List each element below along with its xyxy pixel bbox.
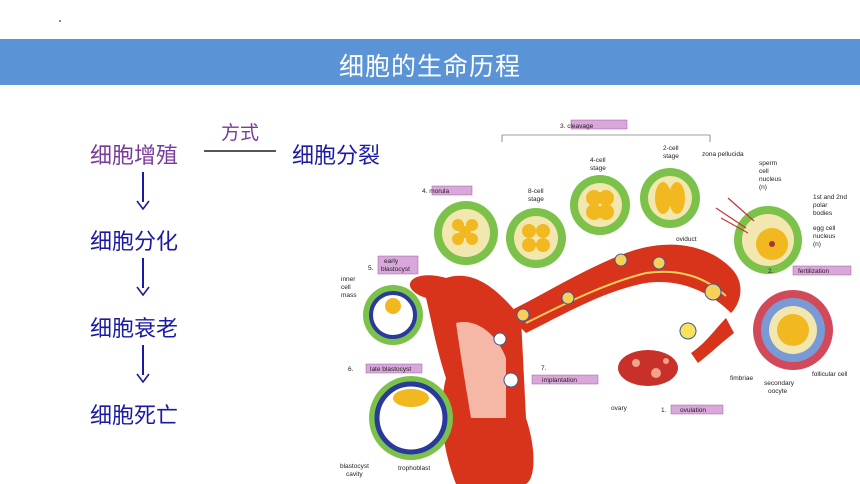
early-blastocyst [363, 285, 423, 345]
label-cleavage: 3. cleavage [560, 123, 594, 130]
svg-text:mass: mass [341, 292, 357, 299]
svg-text:(n): (n) [813, 241, 821, 248]
fertilization-cell [715, 197, 802, 274]
label-4cell: 4-cell [590, 157, 606, 164]
label-fimbriae: fimbriae [730, 375, 754, 382]
label-inner-cell-mass: inner [341, 276, 356, 283]
svg-text:(n): (n) [759, 184, 767, 191]
label-morula: 4. morula [422, 188, 449, 195]
label-implantation: implantation [542, 377, 577, 384]
step-senescence: 细胞衰老 [90, 317, 179, 342]
label-zona: zona pellucida [702, 151, 744, 158]
relation-label: 方式 [220, 122, 259, 144]
down-arrow-icon [136, 345, 150, 383]
follicle-cell [753, 290, 833, 370]
step-proliferation: 细胞增殖 [90, 144, 179, 169]
svg-text:1.: 1. [661, 407, 667, 414]
stray-dot [59, 20, 61, 22]
svg-text:5.: 5. [368, 265, 374, 272]
label-trophoblast: trophoblast [398, 465, 430, 472]
label-polar: 1st and 2nd [813, 194, 847, 201]
eight-cell-stage [506, 208, 566, 268]
label-follicular: follicular cell [812, 371, 848, 378]
label-ovary: ovary [611, 405, 628, 412]
label-early: early [384, 258, 399, 265]
label-stage: stage [528, 196, 544, 203]
svg-text:cavity: cavity [346, 471, 363, 478]
page-title: 细胞的生命历程 [338, 52, 521, 81]
svg-text:bodies: bodies [813, 210, 833, 217]
label-stage: stage [590, 165, 606, 172]
label-secondary: secondary [764, 380, 795, 387]
label-sperm: sperm [759, 160, 777, 167]
down-arrow-icon [136, 172, 150, 210]
late-blastocyst [369, 376, 453, 460]
label-8cell: 8-cell [528, 188, 544, 195]
svg-text:oocyte: oocyte [768, 388, 788, 395]
label-2cell: 2-cell [663, 145, 679, 152]
label-stage: stage [663, 153, 679, 160]
label-ovulation: ovulation [680, 407, 706, 414]
svg-text:2.: 2. [768, 268, 774, 275]
svg-text:cell: cell [759, 168, 769, 175]
label-fertilization: fertilization [798, 268, 829, 275]
label-oviduct: oviduct [676, 236, 697, 243]
ovary-shape [618, 350, 678, 386]
label-egg: egg cell [813, 225, 836, 232]
svg-text:polar: polar [813, 202, 828, 209]
svg-text:cell: cell [341, 284, 351, 291]
svg-text:nucleus: nucleus [813, 233, 836, 240]
embryo-development-diagram: 3. cleavage 2-cell stage 4-cell stage zo… [340, 119, 852, 484]
svg-text:blastocyst: blastocyst [381, 266, 410, 273]
label-blastocyst-cavity: blastocyst [340, 463, 369, 470]
down-arrow-icon [136, 258, 150, 296]
step-differentiation: 细胞分化 [90, 230, 179, 255]
svg-text:nucleus: nucleus [759, 176, 782, 183]
step-death: 细胞死亡 [90, 404, 179, 429]
two-cell-stage [640, 168, 700, 228]
svg-text:6.: 6. [348, 366, 354, 373]
morula-cell [434, 201, 498, 265]
relation-target: 细胞分裂 [292, 144, 381, 169]
four-cell-stage [570, 175, 630, 235]
oviduct-shape [506, 244, 741, 333]
title-banner: 细胞的生命历程 [0, 39, 860, 85]
svg-text:7.: 7. [541, 365, 547, 372]
label-late-blastocyst: late blastocyst [370, 366, 411, 373]
relation-line [204, 150, 276, 152]
